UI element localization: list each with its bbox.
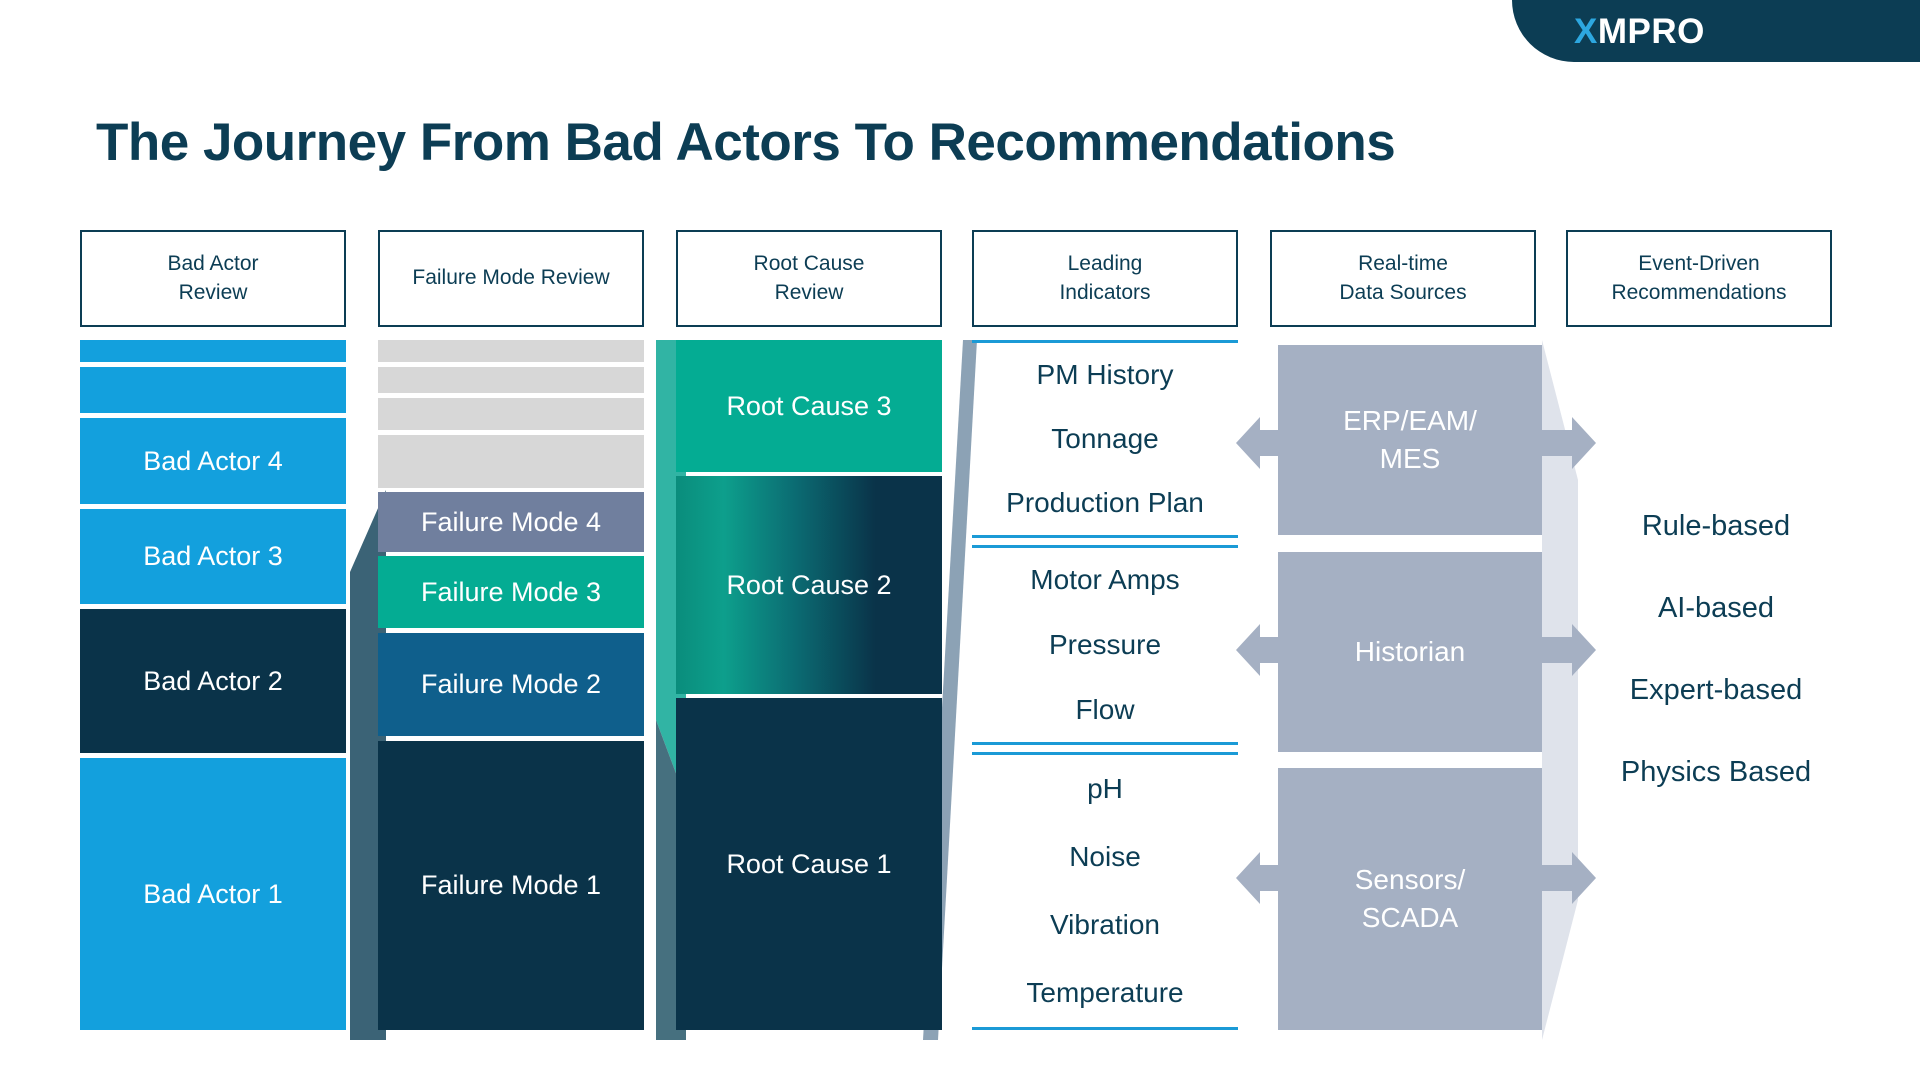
header-leading-indicators[interactable]: Leading Indicators [972,230,1238,327]
segment-label: Bad Actor 3 [143,541,283,571]
leading-indicator-item[interactable]: Flow [1075,693,1135,725]
segment-label: Failure Mode 4 [420,506,602,537]
failure-mode-bar-top-4[interactable] [378,435,644,488]
header-line2: Recommendations [1611,280,1787,304]
arrow-right-historian-icon [1540,624,1596,676]
arrow-right-sensors-icon [1540,852,1596,904]
leading-indicator-group-historian: Motor Amps Pressure Flow [972,545,1238,745]
leading-indicator-item[interactable]: Temperature [1026,977,1184,1008]
segment-label: Root Cause 3 [726,390,892,421]
root-cause-2[interactable]: Root Cause 2 [676,476,942,694]
failure-mode-bar-top-2[interactable] [378,367,644,393]
root-cause-column: Root Cause 3 Root Cause 2 Root Cause 1 [676,340,942,1030]
header-line1: Failure Mode Review [412,266,610,290]
data-source-historian[interactable]: Historian [1278,552,1542,752]
bad-actor-1[interactable]: Bad Actor 1 [80,758,346,1030]
page-title: The Journey From Bad Actors To Recommend… [96,113,1396,172]
segment-label: Bad Actor 4 [143,445,283,476]
logo-x-letter: X [1574,11,1598,51]
data-source-sensors-scada[interactable]: Sensors/ SCADA [1278,768,1542,1030]
bad-actor-column: Bad Actor 4 Bad Actor 3 Bad Actor 2 Bad … [80,340,346,1030]
leading-indicator-group-sensors: pH Noise Vibration Temperature [972,752,1238,1030]
leading-indicator-group-erp: PM History Tonnage Production Plan [972,340,1238,538]
header-event-driven-recommendations[interactable]: Event-Driven Recommendations [1566,230,1832,327]
logo-word: MPRO [1597,11,1705,51]
segment-label: Root Cause 2 [726,569,892,600]
failure-mode-bar-top-3[interactable] [378,398,644,430]
header-bad-actor-review[interactable]: Bad Actor Review [80,230,346,327]
header-line1: Event-Driven [1638,252,1760,276]
arrow-right-erp-icon [1540,417,1596,469]
bad-actor-bar-top-2[interactable] [80,367,346,413]
data-source-line2: SCADA [1361,902,1459,933]
failure-mode-1[interactable]: Failure Mode 1 [378,741,644,1030]
failure-mode-4[interactable]: Failure Mode 4 [378,492,644,552]
leading-indicator-item[interactable]: Pressure [1048,628,1162,660]
data-source-line2: MES [1379,443,1441,474]
segment-label: Failure Mode 2 [420,669,602,699]
header-line2: Data Sources [1339,280,1467,304]
bad-actor-bar-top-1[interactable] [80,340,346,362]
leading-indicator-item[interactable]: Tonnage [1051,423,1159,454]
header-line2: Review [178,280,248,304]
leading-indicator-item[interactable]: Vibration [1049,909,1160,940]
failure-mode-bar-top-1[interactable] [378,340,644,362]
recommendation-ai-based[interactable]: AI-based [1657,592,1775,624]
header-line2: Indicators [1059,280,1151,304]
bad-actor-4[interactable]: Bad Actor 4 [80,418,346,504]
root-cause-3[interactable]: Root Cause 3 [676,340,942,472]
header-line2: Review [774,280,844,304]
data-source-erp-eam-mes[interactable]: ERP/EAM/ MES [1278,345,1542,535]
header-real-time-data-sources[interactable]: Real-time Data Sources [1270,230,1536,327]
header-failure-mode-review[interactable]: Failure Mode Review [378,230,644,327]
data-source-line1: Sensors/ [1354,864,1466,896]
segment-label: Bad Actor 1 [143,878,283,909]
leading-indicator-item[interactable]: PM History [1036,359,1174,390]
leading-indicator-item[interactable]: Noise [1069,841,1141,872]
segment-label: Failure Mode 3 [420,576,602,607]
connector-bad-actor-to-failure-mode [350,490,386,1040]
data-source-line1: Historian [1354,636,1466,668]
bad-actor-3[interactable]: Bad Actor 3 [80,509,346,604]
leading-indicator-item[interactable]: pH [1087,773,1123,804]
segment-label: Failure Mode 1 [420,870,602,900]
failure-mode-column: Failure Mode 4 Failure Mode 3 Failure Mo… [378,340,644,1030]
header-line1: Bad Actor [167,252,259,276]
data-source-line1: ERP/EAM/ [1343,405,1477,437]
leading-indicator-item[interactable]: Production Plan [1006,487,1204,518]
bad-actor-2[interactable]: Bad Actor 2 [80,609,346,753]
failure-mode-2[interactable]: Failure Mode 2 [378,633,644,736]
header-line1: Leading [1067,252,1143,276]
header-root-cause-review[interactable]: Root Cause Review [676,230,942,327]
header-line1: Real-time [1358,252,1448,276]
root-cause-1[interactable]: Root Cause 1 [676,698,942,1030]
failure-mode-3[interactable]: Failure Mode 3 [378,556,644,628]
recommendation-expert-based[interactable]: Expert-based [1629,674,1803,706]
leading-indicator-item[interactable]: Motor Amps [1030,564,1180,596]
recommendation-physics-based[interactable]: Physics Based [1620,756,1812,788]
recommendation-rule-based[interactable]: Rule-based [1641,510,1791,542]
segment-label: Root Cause 1 [726,848,892,879]
segment-label: Bad Actor 2 [143,665,283,696]
header-line1: Root Cause [753,252,865,276]
